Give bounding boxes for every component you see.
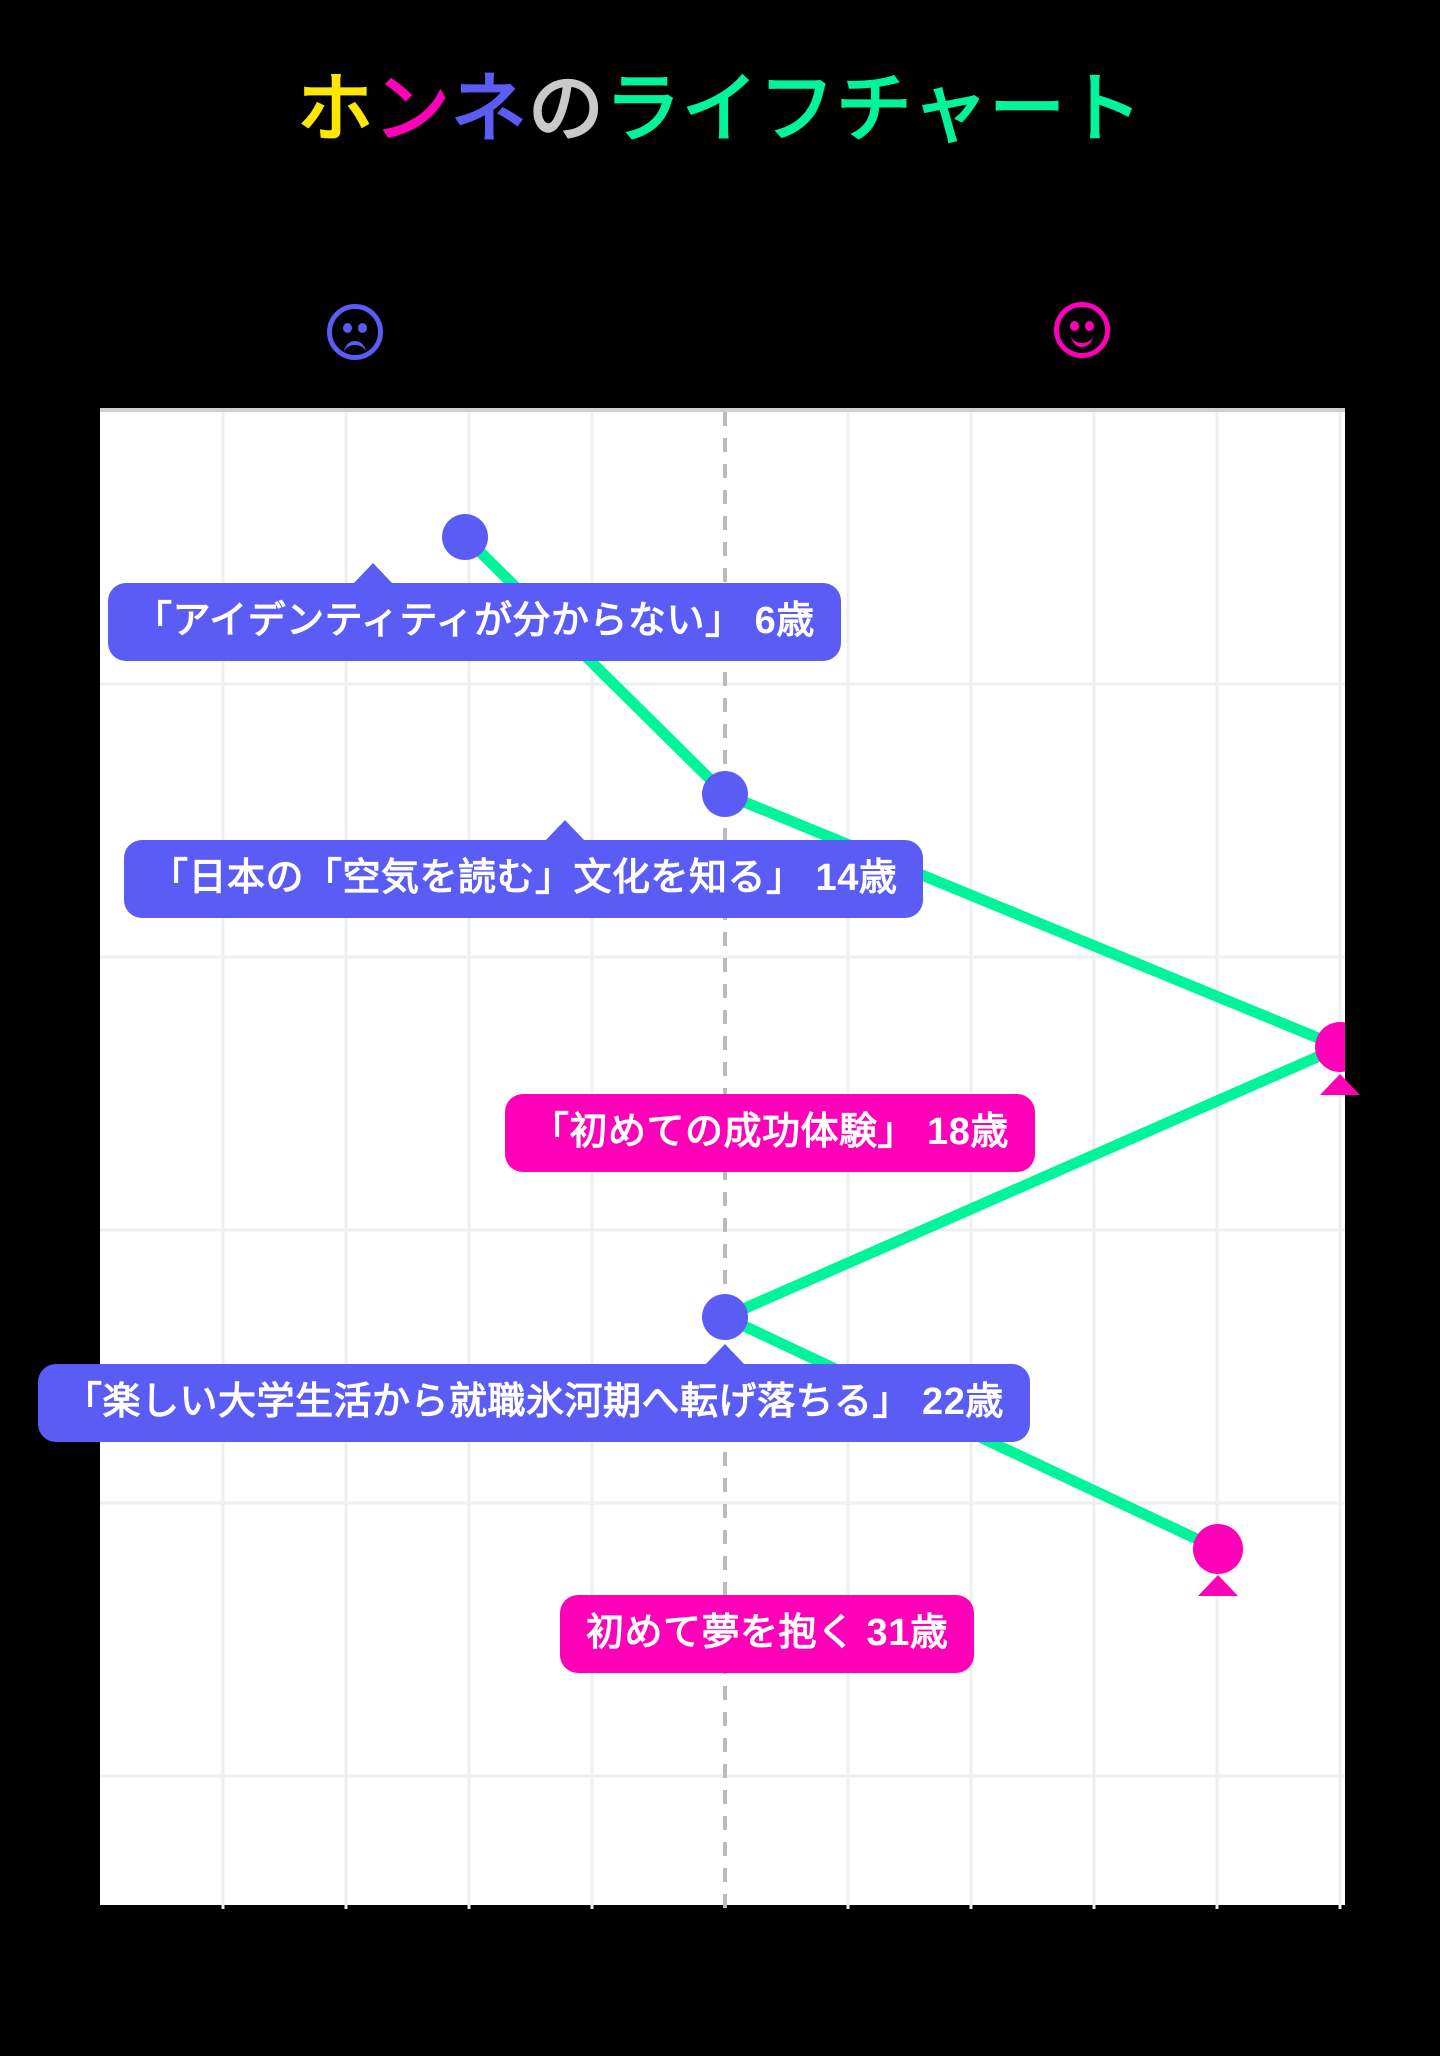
title-segment-ho: ホ [296, 67, 374, 152]
data-point-14 [702, 771, 748, 817]
title-segment-ne: ネ [450, 67, 528, 152]
data-point-6 [442, 514, 488, 560]
callout-label-6: 「アイデンティティが分からない」 6歳 [134, 600, 815, 642]
callout-tail-18 [1320, 1074, 1360, 1095]
happy-face-eye-right [1085, 321, 1094, 331]
happy-face-eye-left [1070, 321, 1079, 331]
happy-face-mouth [1071, 335, 1093, 347]
data-point-22 [702, 1294, 748, 1340]
callout-tail-31 [1198, 1575, 1238, 1596]
callout-bubble-31[interactable]: 初めて夢を抱く 31歳 [560, 1575, 1238, 1673]
callout-tail-22 [705, 1344, 745, 1365]
callout-bubble-22[interactable]: 「楽しい大学生活から就職氷河期へ転げ落ちる」 22歳 [38, 1344, 1030, 1442]
data-point-18 [1315, 1022, 1345, 1072]
callout-tail-6 [353, 563, 393, 584]
data-point-markers [442, 514, 1345, 1574]
title-segment-life: ライフチャート [604, 67, 1144, 152]
title-segment-no: の [527, 67, 605, 152]
callout-bubble-6[interactable]: 「アイデンティティが分からない」 6歳 [108, 563, 841, 661]
grid-lines-horizontal [100, 682, 1345, 1778]
callout-label-31: 初めて夢を抱く 31歳 [586, 1612, 949, 1654]
sad-face-icon [327, 304, 383, 360]
callout-bubble-14[interactable]: 「日本の「空気を読む」文化を知る」 14歳 [124, 820, 924, 918]
callout-label-22: 「楽しい大学生活から就職氷河期へ転げ落ちる」 22歳 [64, 1381, 1004, 1423]
title-segment-n: ン [373, 67, 451, 152]
callout-label-14: 「日本の「空気を読む」文化を知る」 14歳 [150, 857, 898, 899]
callout-tail-14 [545, 820, 585, 841]
data-point-31 [1193, 1524, 1243, 1574]
happy-face-icon [1054, 302, 1110, 358]
page-title: ホンネのライフチャート [0, 62, 1440, 157]
sad-face-mouth [344, 341, 366, 353]
sad-face-eye-left [343, 323, 352, 333]
callout-bubble-18[interactable]: 「初めての成功体験」 18歳 [505, 1074, 1360, 1172]
callout-label-18: 「初めての成功体験」 18歳 [531, 1111, 1009, 1153]
sad-face-eye-right [358, 323, 367, 333]
